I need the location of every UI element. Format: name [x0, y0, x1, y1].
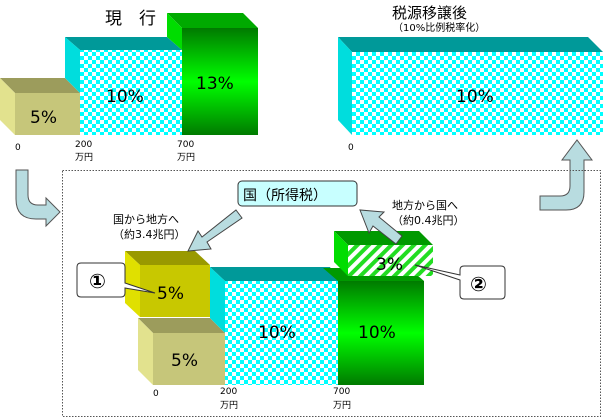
callout-1: ① — [76, 262, 156, 298]
current-title: 現 行 — [105, 9, 156, 29]
after-rate: 10% — [456, 87, 494, 107]
detail-bar-lower-5 — [138, 318, 225, 385]
detail-axis-200-unit: 万円 — [220, 400, 238, 411]
detail-axis-700-unit: 万円 — [333, 400, 351, 411]
callout-2-label: ② — [470, 272, 487, 296]
current-axis-200-unit: 万円 — [75, 152, 93, 163]
to-national-line2: （約0.4兆円） — [392, 213, 465, 227]
callout-2: ② — [414, 264, 506, 300]
current-axis-0: 0 — [15, 143, 21, 153]
national-tax-box — [237, 180, 358, 207]
to-local-line2: （約3.4兆円） — [113, 227, 186, 241]
detail-rate-upper-5: 5% — [157, 284, 184, 304]
current-rate-5: 5% — [30, 108, 57, 128]
detail-rate-mid-10: 10% — [258, 323, 296, 343]
current-bar-10 — [65, 37, 182, 135]
current-bar-13 — [167, 13, 258, 135]
arrow-national-to-local-icon — [187, 209, 243, 252]
detail-bar-10 — [210, 267, 338, 385]
detail-rate-lower-5: 5% — [171, 351, 198, 371]
current-axis-700-unit: 万円 — [177, 152, 195, 163]
detail-frame — [62, 170, 601, 417]
to-national-line1: 地方から国へ — [392, 198, 458, 212]
detail-axis-200: 200 — [220, 387, 237, 397]
after-axis-0: 0 — [348, 143, 354, 153]
curved-arrow-up-right-icon — [539, 139, 593, 211]
detail-rate-hatched-3: 3% — [376, 255, 403, 275]
detail-axis-0: 0 — [153, 389, 159, 399]
detail-rate-high-10: 10% — [358, 323, 396, 343]
detail-axis-700: 700 — [333, 387, 350, 397]
current-rate-10: 10% — [106, 87, 144, 107]
national-tax-label: 国（所得税） — [243, 187, 327, 204]
current-bar-5 — [0, 78, 80, 135]
current-rate-13: 13% — [196, 74, 234, 94]
curved-arrow-down-right-icon — [15, 169, 61, 228]
current-axis-200: 200 — [75, 140, 92, 150]
detail-bar-upper-5 — [125, 251, 210, 317]
callout-1-label: ① — [89, 269, 106, 293]
after-bar-10 — [338, 37, 603, 135]
after-subtitle: （10%比例税率化） — [393, 21, 485, 34]
current-axis-700: 700 — [177, 140, 194, 150]
to-local-line1: 国から地方へ — [113, 212, 179, 226]
arrow-local-to-national-icon — [359, 209, 403, 245]
detail-bar-hatched-3 — [334, 231, 433, 276]
after-title: 税源移譲後 — [392, 4, 467, 22]
